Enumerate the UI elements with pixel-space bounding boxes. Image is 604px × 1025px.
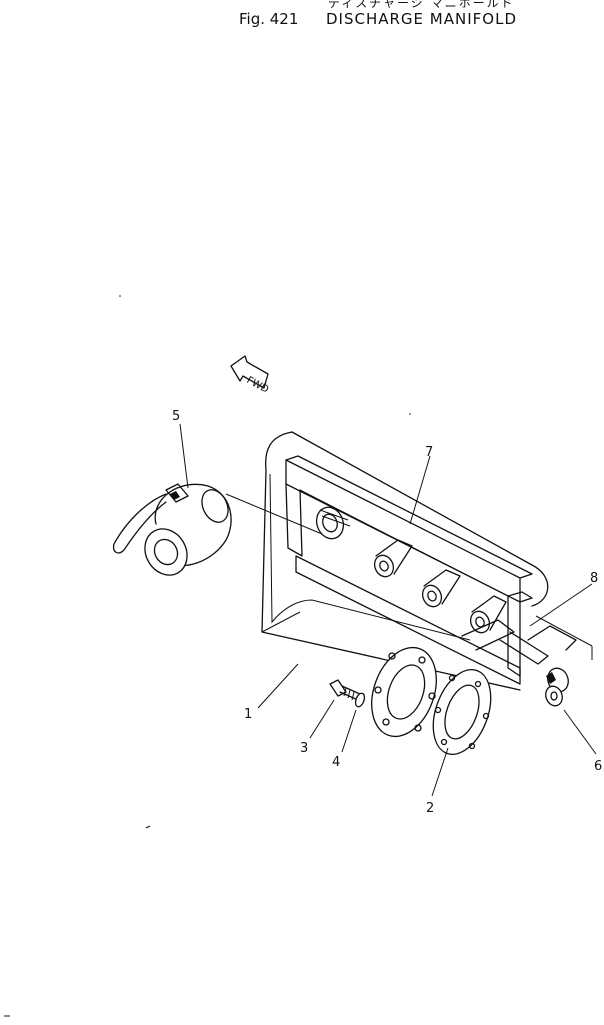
japanese-title: ディスチャージ マニホールド xyxy=(328,0,515,10)
ball-valve xyxy=(112,483,323,576)
figure-number: Fig. 421 xyxy=(239,10,299,28)
pipe-stubs xyxy=(315,506,515,651)
callout-8: 8 xyxy=(590,571,598,586)
callout-5: 5 xyxy=(172,409,180,424)
flange-plate xyxy=(371,646,437,738)
bolt xyxy=(329,679,361,701)
figure-title: DISCHARGE MANIFOLD xyxy=(326,10,517,28)
manifold-housing xyxy=(261,431,549,691)
gasket xyxy=(432,669,492,755)
leader-lines xyxy=(179,423,597,797)
callout-6: 6 xyxy=(594,759,602,774)
drain-valve xyxy=(499,615,593,707)
callout-2: 2 xyxy=(426,801,434,816)
callout-3: 3 xyxy=(300,741,308,756)
scan-specks xyxy=(4,295,411,1017)
callout-7: 7 xyxy=(425,445,433,460)
callout-1: 1 xyxy=(244,707,252,722)
washer xyxy=(354,692,366,708)
callout-4: 4 xyxy=(332,755,340,770)
flange-frame xyxy=(285,455,533,685)
fwd-arrow-icon: FWD xyxy=(230,355,271,396)
